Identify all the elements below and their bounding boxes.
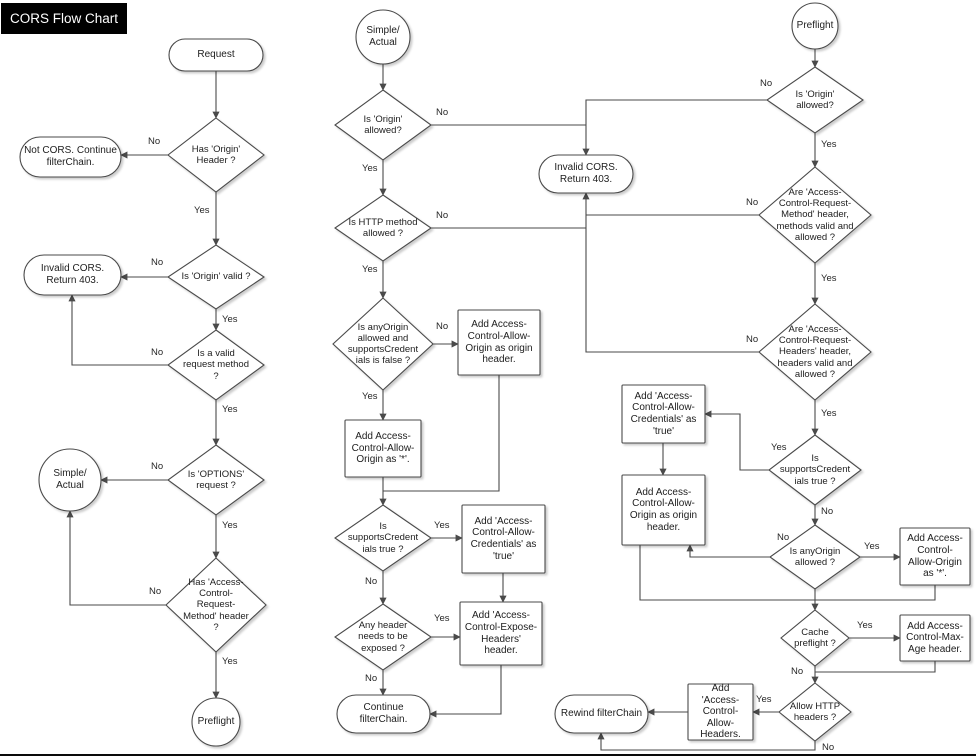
node-shape-anyorigin-3 [769, 524, 861, 590]
connector-line [639, 545, 815, 601]
node-shape-is-origin-valid [167, 244, 265, 310]
node-shape-acao-origin-2 [457, 309, 541, 376]
node-shape-request [168, 38, 264, 72]
node-shape-not-cors [19, 136, 122, 178]
node-shape-expose-headers [459, 601, 543, 666]
connector-line [686, 544, 770, 558]
connector-line [68, 294, 168, 366]
connector-line [582, 192, 759, 353]
connector-line [815, 661, 936, 673]
node-shape-allow-http-headers [778, 682, 852, 742]
connector-line [66, 510, 166, 606]
node-shape-http-method-ok [334, 194, 432, 262]
node-shape-allow-headers-rect [687, 683, 754, 741]
node-shape-max-age [899, 614, 971, 662]
connector-line [597, 732, 816, 751]
node-shape-origin-allowed-3 [766, 66, 864, 134]
node-shape-anyorigin-supports [332, 297, 434, 391]
node-shape-supports-cred-3 [768, 434, 862, 506]
node-shape-simple-actual-1 [38, 448, 102, 512]
node-shape-cache-preflight [780, 609, 850, 667]
node-shape-supports-cred-2 [334, 504, 432, 572]
node-shape-header-exposed [334, 603, 432, 671]
connector-line [383, 375, 500, 492]
node-shape-acao-star-2 [344, 419, 422, 478]
node-shape-invalid-cors-1 [23, 254, 122, 296]
node-shape-preflight-1 [191, 697, 241, 747]
node-shape-continue-fc [336, 694, 431, 734]
node-shape-acrm-valid [758, 166, 872, 264]
node-shape-invalid-cors-2 [538, 154, 634, 194]
node-shape-acao-origin-3 [621, 474, 706, 546]
node-shape-acac-true-2 [461, 504, 546, 574]
node-shape-is-options-request [167, 444, 265, 516]
node-shape-acac-true-3 [621, 384, 706, 444]
node-shape-has-acrm-header [165, 557, 267, 653]
connector-line [582, 99, 767, 156]
node-shape-valid-req-method [167, 329, 265, 401]
chart-title: CORS Flow Chart [1, 3, 128, 34]
node-shape-rewind-fc [554, 694, 649, 734]
node-shape-acao-star-3 [899, 527, 971, 586]
node-shape-preflight-2 [791, 2, 839, 50]
connector-line [429, 665, 502, 718]
node-shape-origin-allowed-2 [334, 89, 432, 161]
node-shape-acrh-valid [758, 303, 872, 401]
node-shape-simple-actual-2 [355, 9, 411, 65]
connector-line [815, 585, 936, 601]
node-shape-has-origin-header [167, 117, 265, 193]
connector-line [704, 410, 769, 471]
